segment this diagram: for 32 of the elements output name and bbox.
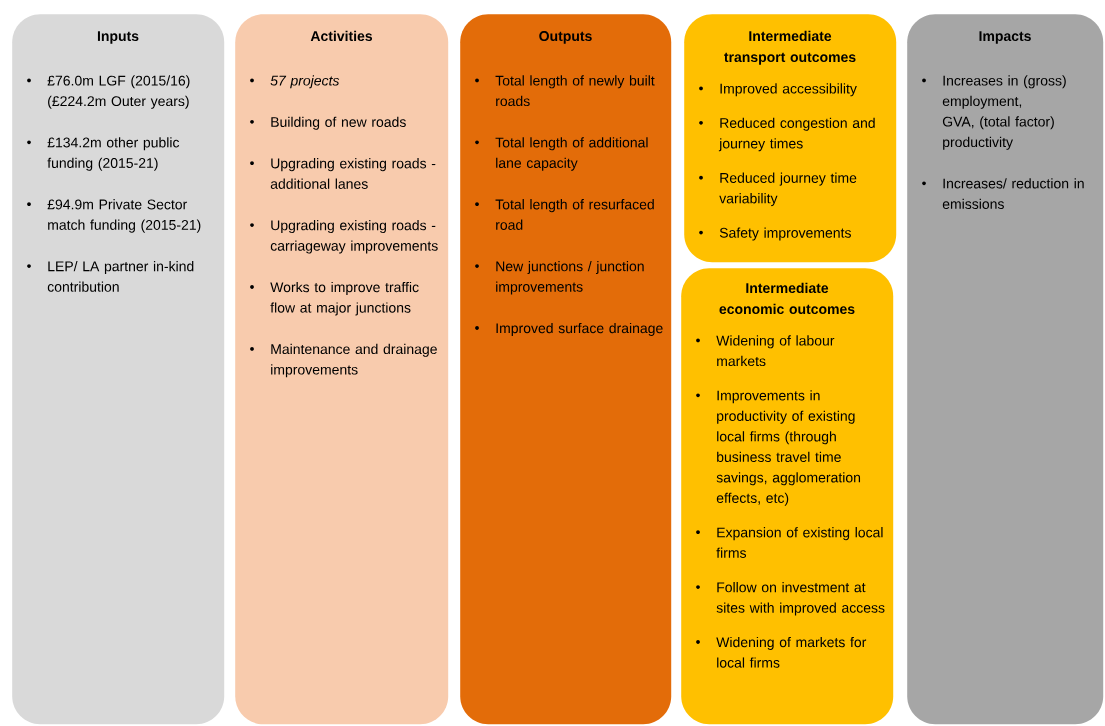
column-heading: Outputs xyxy=(539,31,592,44)
bullet-item: Widening of markets for local firms xyxy=(716,636,867,668)
bullet-item: Building of new roads xyxy=(271,116,406,130)
bullet-item: Reduced journey time variability xyxy=(719,172,857,207)
column-heading: Intermediate transport outcomes xyxy=(724,30,856,65)
column-heading: Inputs xyxy=(97,31,139,44)
bullet-item: £76.0m LGF (2015/16) (£224.2m Outer years) xyxy=(47,75,190,109)
column-heading: Intermediate economic outcomes xyxy=(719,282,855,315)
bullet-item: Increases in (gross) employment, GVA, (total factor) productivity xyxy=(942,75,1066,150)
bullet-item: Widening of labour markets xyxy=(716,335,835,367)
bullet-item: Upgrading existing roads - carriageway improvements xyxy=(270,220,438,254)
bullet-item: Follow on investment at sites with improved access xyxy=(716,582,885,616)
bullet-item: £94.9m Private Sector match funding (2015-21) xyxy=(47,199,201,233)
bullet-item: Total length of resurfaced road xyxy=(495,199,654,230)
bullet-item: Reduced congestion and journey times xyxy=(718,117,875,152)
column-heading: Impacts xyxy=(979,31,1031,44)
column-heading: Activities xyxy=(310,30,373,42)
bullet-item: Improved accessibility xyxy=(720,83,857,97)
bullet-item: Maintenance and drainage improvements xyxy=(271,343,437,378)
bullet-item: LEP/ LA partner in-kind contribution xyxy=(47,261,194,292)
bullet-item: 57 projects xyxy=(270,75,340,89)
bullet-item: Upgrading existing roads - additional lanes xyxy=(270,158,436,189)
bullet-item: New junctions / junction improvements xyxy=(496,261,644,295)
bullet-item: £134.2m other public funding (2015-21) xyxy=(47,137,180,171)
bullet-item: Total length of additional lane capacity xyxy=(495,137,648,171)
bullet-item: Increases/ reduction in emissions xyxy=(942,178,1084,209)
bullet-item: Expansion of existing local firms xyxy=(716,527,883,558)
bullet-item: Improvements in productivity of existing local firms (through business travel time savings, agglomeration effects, etc) xyxy=(716,390,861,506)
bullet-item: Works to improve traffic flow at major junctions xyxy=(270,281,419,316)
bullet-item: Total length of newly built roads xyxy=(495,75,655,107)
bullet-item: Improved surface drainage xyxy=(496,322,663,336)
bullet-item: Safety improvements xyxy=(719,227,851,241)
